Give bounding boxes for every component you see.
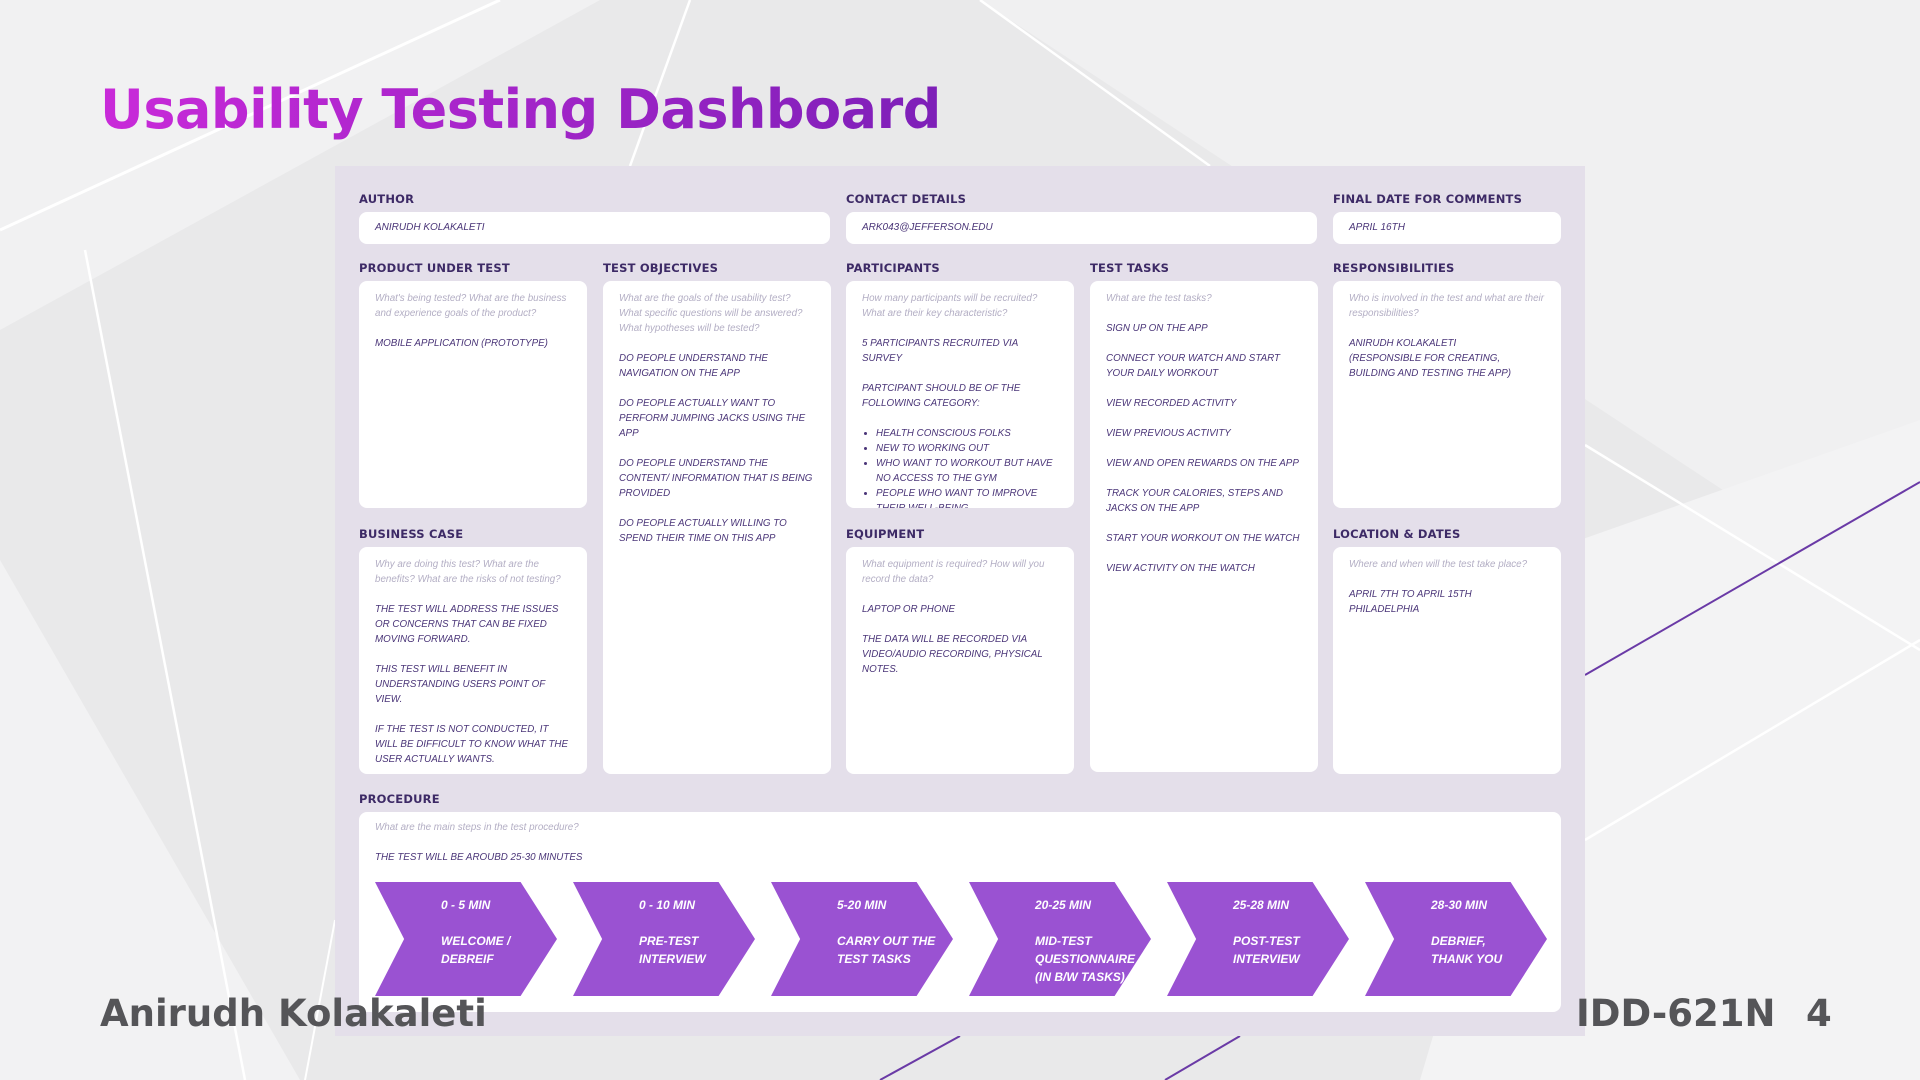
- participants-entry: 5 PARTICIPANTS RECRUITED VIA SURVEY: [862, 338, 1018, 364]
- procedure-step: 25-28 MIN POST-TEST INTERVIEW: [1167, 882, 1349, 996]
- responsibilities-entry: ANIRUDH KOLAKALETI (RESPONSIBLE FOR CREA…: [1349, 338, 1512, 379]
- tasks-label: TEST TASKS: [1090, 261, 1170, 275]
- procedure-step: 0 - 10 MIN PRE-TEST INTERVIEW: [573, 882, 755, 996]
- procedure-hint: What are the main steps in the test proc…: [375, 822, 579, 833]
- responsibilities-card[interactable]: Who is involved in the test and what are…: [1333, 281, 1561, 508]
- task-item: CONNECT YOUR WATCH AND START YOUR DAILY …: [1106, 353, 1280, 379]
- participants-entry: PARTCIPANT SHOULD BE OF THE FOLLOWING CA…: [862, 383, 1021, 409]
- participant-category-item: NEW TO WORKING OUT: [876, 441, 1058, 456]
- tasks-hint: What are the test tasks?: [1106, 293, 1212, 304]
- responsibilities-label: RESPONSIBILITIES: [1333, 261, 1455, 275]
- task-item: VIEW AND OPEN REWARDS ON THE APP: [1106, 458, 1299, 469]
- final-date-label: FINAL DATE FOR COMMENTS: [1333, 192, 1523, 206]
- step-time: 0 - 5 MIN: [441, 898, 491, 912]
- product-card[interactable]: What's being tested? What are the busine…: [359, 281, 587, 508]
- equipment-label: EQUIPMENT: [846, 527, 925, 541]
- dashboard-board: AUTHOR ANIRUDH KOLAKALETI CONTACT DETAIL…: [335, 166, 1585, 1036]
- location-label: LOCATION & DATES: [1333, 527, 1461, 541]
- product-hint: What's being tested? What are the busine…: [375, 293, 567, 319]
- author-label: AUTHOR: [359, 192, 415, 206]
- objectives-hint: What are the goals of the usability test…: [619, 293, 803, 334]
- business-case-entry: THE TEST WILL ADDRESS THE ISSUES OR CONC…: [375, 604, 559, 645]
- procedure-step: 28-30 MIN DEBRIEF, THANK YOU: [1365, 882, 1547, 996]
- footer-course-code: IDD-621N: [1576, 992, 1776, 1035]
- participants-hint: How many participants will be recruited?…: [862, 293, 1038, 319]
- footer-author: Anirudh Kolakaleti: [100, 992, 487, 1035]
- participant-category-item: HEALTH CONSCIOUS FOLKS: [876, 426, 1058, 441]
- step-label: PRE-TEST INTERVIEW: [639, 934, 706, 966]
- business-case-entry: THIS TEST WILL BENEFIT IN UNDERSTANDING …: [375, 664, 546, 705]
- product-label: PRODUCT UNDER TEST: [359, 261, 510, 275]
- step-time: 25-28 MIN: [1233, 898, 1290, 912]
- step-label: MID-TEST QUESTIONNAIRE (IN B/W TASKS): [1035, 934, 1136, 984]
- objective-item: DO PEOPLE UNDERSTAND THE CONTENT/ INFORM…: [619, 458, 813, 499]
- step-time: 5-20 MIN: [837, 898, 887, 912]
- objective-item: DO PEOPLE ACTUALLY WILLING TO SPEND THEI…: [619, 518, 787, 544]
- step-time: 20-25 MIN: [1035, 898, 1092, 912]
- participant-category-item: PEOPLE WHO WANT TO IMPROVE THEIR WELL-BE…: [876, 486, 1058, 508]
- procedure-step: 5-20 MIN CARRY OUT THE TEST TASKS: [771, 882, 953, 996]
- tasks-card[interactable]: What are the test tasks? SIGN UP ON THE …: [1090, 281, 1318, 772]
- contact-label: CONTACT DETAILS: [846, 192, 967, 206]
- equipment-entry: THE DATA WILL BE RECORDED VIA VIDEO/AUDI…: [862, 634, 1043, 675]
- task-item: VIEW PREVIOUS ACTIVITY: [1106, 428, 1231, 439]
- procedure-summary: THE TEST WILL BE AROUBD 25-30 MINUTES: [375, 852, 583, 863]
- task-item: START YOUR WORKOUT ON THE WATCH: [1106, 533, 1300, 544]
- objectives-card[interactable]: What are the goals of the usability test…: [603, 281, 831, 774]
- participants-label: PARTICIPANTS: [846, 261, 940, 275]
- location-card[interactable]: Where and when will the test take place?…: [1333, 547, 1561, 774]
- step-time: 28-30 MIN: [1431, 898, 1488, 912]
- objective-item: DO PEOPLE UNDERSTAND THE NAVIGATION ON T…: [619, 353, 768, 379]
- participants-card[interactable]: How many participants will be recruited?…: [846, 281, 1074, 508]
- objectives-label: TEST OBJECTIVES: [603, 261, 719, 275]
- objective-item: DO PEOPLE ACTUALLY WANT TO PERFORM JUMPI…: [619, 398, 806, 439]
- product-entry: MOBILE APPLICATION (PROTOTYPE): [375, 338, 548, 349]
- task-item: VIEW ACTIVITY ON THE WATCH: [1106, 563, 1255, 574]
- slide-title: Usability Testing Dashboard: [100, 78, 941, 141]
- step-label: WELCOME / DEBREIF: [441, 934, 511, 966]
- page-number: 4: [1806, 992, 1832, 1035]
- business-case-entry: IF THE TEST IS NOT CONDUCTED, IT WILL BE…: [375, 724, 569, 765]
- participant-category-list: HEALTH CONSCIOUS FOLKS NEW TO WORKING OU…: [862, 426, 1058, 508]
- procedure-step: 0 - 5 MIN WELCOME / DEBREIF: [375, 882, 557, 996]
- responsibilities-hint: Who is involved in the test and what are…: [1349, 293, 1544, 319]
- author-field[interactable]: ANIRUDH KOLAKALETI: [359, 212, 830, 244]
- step-label: POST-TEST INTERVIEW: [1233, 934, 1300, 966]
- procedure-card[interactable]: What are the main steps in the test proc…: [359, 812, 1561, 1012]
- step-label: DEBRIEF, THANK YOU: [1431, 934, 1503, 966]
- participant-category-item: WHO WANT TO WORKOUT BUT HAVE NO ACCESS T…: [876, 456, 1058, 486]
- location-hint: Where and when will the test take place?: [1349, 559, 1528, 570]
- task-item: TRACK YOUR CALORIES, STEPS AND JACKS ON …: [1106, 488, 1283, 514]
- business-case-hint: Why are doing this test? What are the be…: [375, 559, 561, 585]
- equipment-hint: What equipment is required? How will you…: [862, 559, 1045, 585]
- business-case-label: BUSINESS CASE: [359, 527, 464, 541]
- final-date-field[interactable]: APRIL 16TH: [1333, 212, 1561, 244]
- step-time: 0 - 10 MIN: [639, 898, 696, 912]
- location-entry: APRIL 7TH TO APRIL 15TH PHILADELPHIA: [1349, 589, 1472, 615]
- contact-field[interactable]: ARK043@JEFFERSON.EDU: [846, 212, 1317, 244]
- equipment-entry: LAPTOP OR PHONE: [862, 604, 956, 615]
- procedure-label: PROCEDURE: [359, 792, 440, 806]
- equipment-card[interactable]: What equipment is required? How will you…: [846, 547, 1074, 774]
- step-label: CARRY OUT THE TEST TASKS: [837, 934, 936, 966]
- business-case-card[interactable]: Why are doing this test? What are the be…: [359, 547, 587, 774]
- procedure-step: 20-25 MIN MID-TEST QUESTIONNAIRE (IN B/W…: [969, 882, 1151, 996]
- task-item: VIEW RECORDED ACTIVITY: [1106, 398, 1237, 409]
- task-item: SIGN UP ON THE APP: [1106, 323, 1208, 334]
